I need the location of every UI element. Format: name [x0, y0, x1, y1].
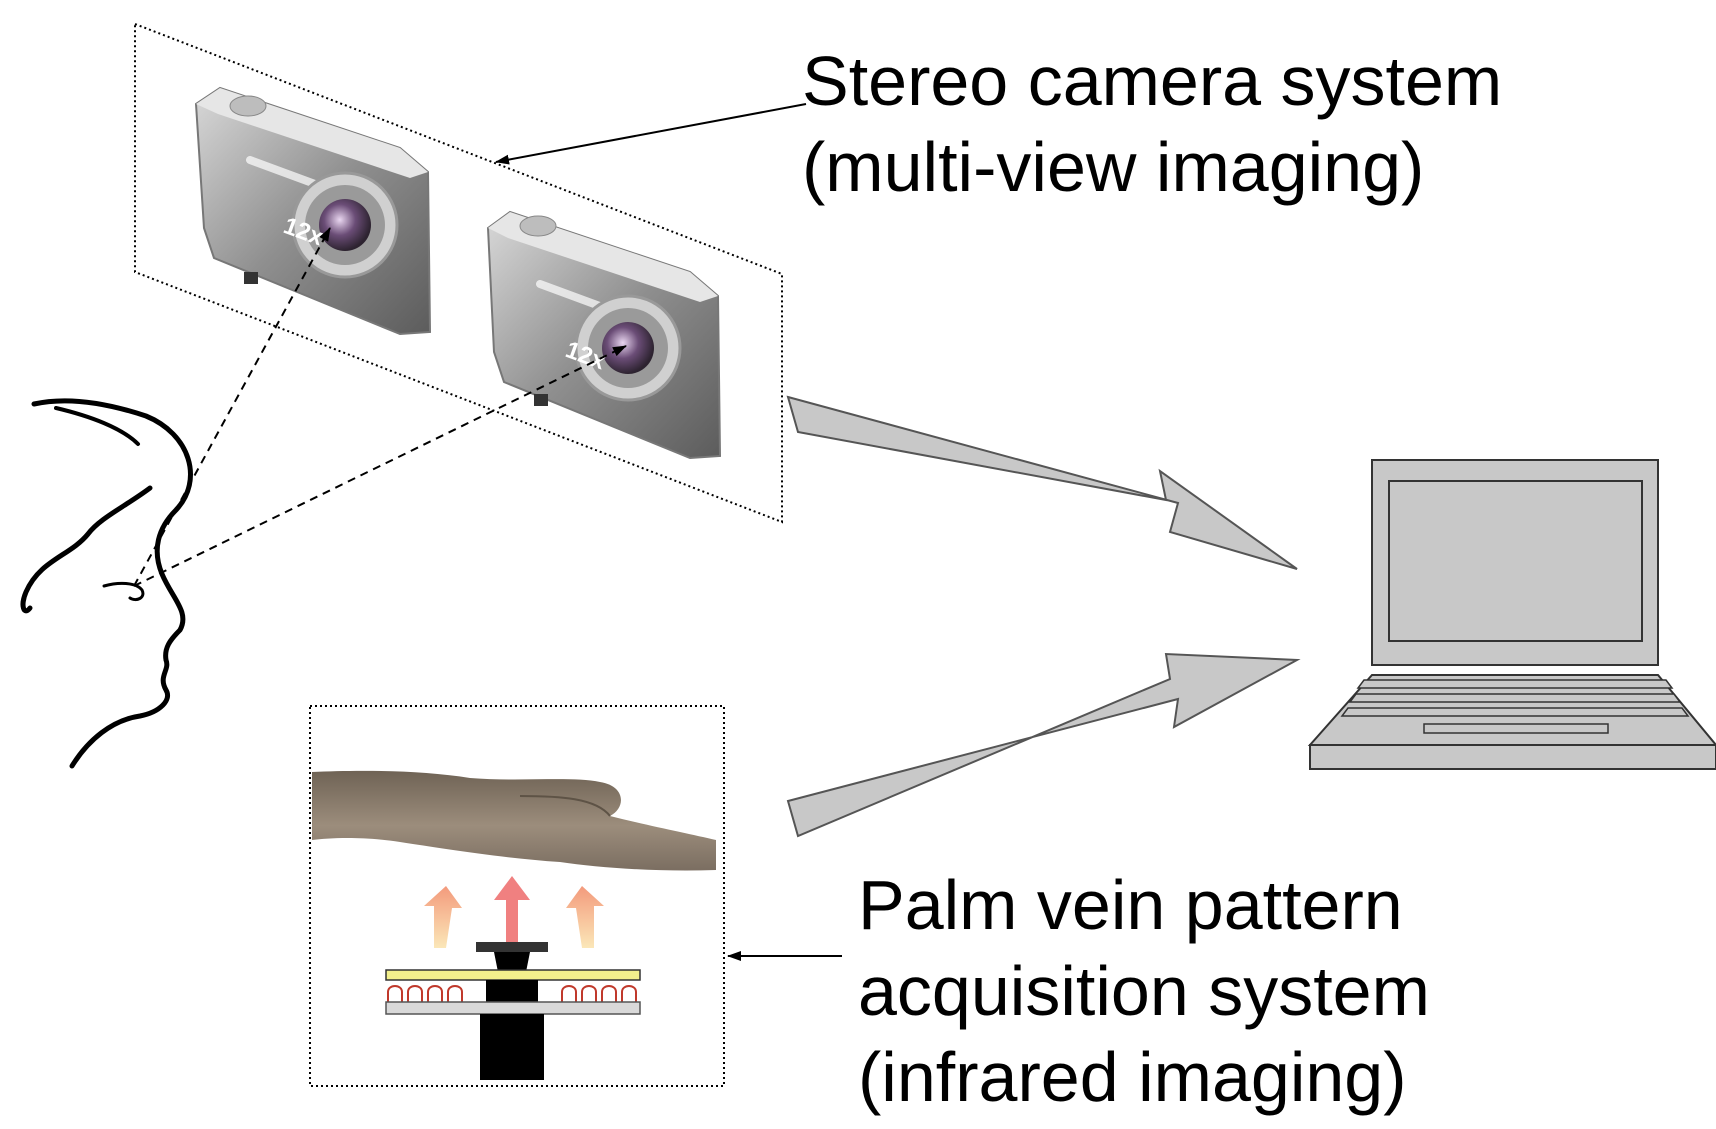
palm-label-line3: (infrared imaging) — [858, 1038, 1407, 1116]
head-profile-icon — [20, 398, 193, 769]
sight-line-right — [133, 345, 627, 587]
stereo-label-line1: Stereo camera system — [802, 42, 1503, 120]
laptop-icon — [1307, 459, 1716, 770]
flow-arrow-upper — [786, 395, 1298, 570]
stereo-camera-icon: 12x — [194, 86, 432, 336]
palm-vein-label: Palm vein pattern acquisition system (in… — [858, 862, 1430, 1120]
stereo-label-pointer — [495, 103, 807, 165]
camera-plane-outline — [134, 22, 783, 524]
stereo-label-line2: (multi-view imaging) — [802, 128, 1425, 206]
stereo-camera-icon: 12x — [486, 210, 722, 460]
palm-label-line1: Palm vein pattern — [858, 866, 1403, 944]
palm-scanner-icon — [309, 705, 725, 1087]
flow-arrow-lower — [786, 652, 1301, 838]
palm-label-line2: acquisition system — [858, 952, 1430, 1030]
stereo-camera-label: Stereo camera system (multi-view imaging… — [802, 38, 1502, 210]
sight-line-left — [133, 227, 331, 587]
